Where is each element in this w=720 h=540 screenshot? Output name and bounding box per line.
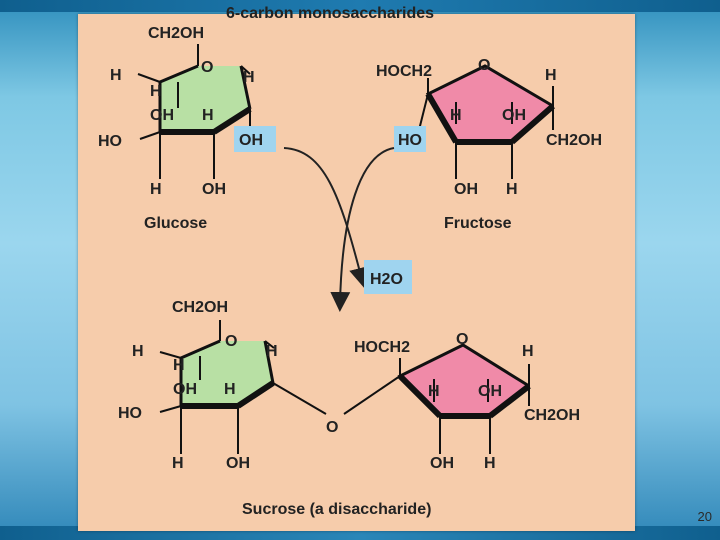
glucose-oh-bottom: OH bbox=[202, 181, 226, 198]
sucrose-fructose-ring bbox=[400, 345, 529, 416]
water-highlight bbox=[364, 260, 412, 294]
fructose-ring-o: O bbox=[478, 57, 490, 74]
sucrose-formation-diagram: 6-carbon monosaccharides CH2OH H O H H O… bbox=[78, 5, 635, 531]
fructose-ho: HO bbox=[398, 132, 422, 149]
sucrose-glucose-ring-o: O bbox=[225, 333, 237, 350]
fructose-oh-inner: OH bbox=[502, 107, 526, 124]
fructose-h-bottom: H bbox=[506, 181, 518, 198]
fructose-caption: Fructose bbox=[444, 215, 512, 232]
fructose-ch2oh: CH2OH bbox=[546, 132, 602, 149]
fructose-ring bbox=[428, 66, 553, 142]
slide-page-number: 20 bbox=[697, 509, 712, 524]
fructose-h-c5: H bbox=[545, 67, 557, 84]
glucose-h-bottom: H bbox=[150, 181, 162, 198]
sucrose-fructose-ring-o: O bbox=[456, 331, 468, 348]
sucrose-glucose-oh-inner: OH bbox=[173, 381, 197, 398]
sucrose-fructose-h-inner: H bbox=[428, 383, 440, 400]
glucose-h-inner: H bbox=[150, 83, 162, 100]
glucose-ring bbox=[160, 66, 250, 132]
sucrose-caption: Sucrose (a disaccharide) bbox=[242, 501, 431, 518]
glucose-h-inner-right: H bbox=[202, 107, 214, 124]
sucrose-glucose-unit: CH2OH H O H H OH H HO H OH bbox=[118, 299, 327, 472]
sucrose-fructose-unit: HOCH2 O H H OH CH2OH OH H bbox=[343, 331, 580, 472]
sucrose-glucose-h-c1: H bbox=[266, 343, 278, 360]
glucose-h-c1: H bbox=[243, 69, 255, 86]
diagram-svg: 6-carbon monosaccharides CH2OH H O H H O… bbox=[98, 5, 602, 518]
reaction-arrow-left bbox=[283, 147, 369, 288]
glycosidic-oxygen: O bbox=[326, 419, 338, 436]
sucrose-glucose-h-inner-right: H bbox=[224, 381, 236, 398]
glucose-ring-o: O bbox=[201, 59, 213, 76]
fructose-ho-highlight bbox=[394, 126, 426, 152]
fructose-h-inner: H bbox=[450, 107, 462, 124]
sucrose-fructose-hoch2: HOCH2 bbox=[354, 339, 410, 356]
fructose-molecule: HOCH2 O H H OH HO CH2OH OH H Fructose bbox=[376, 57, 602, 232]
glucose-caption: Glucose bbox=[144, 215, 207, 232]
glucose-ho: HO bbox=[98, 133, 122, 150]
sucrose-fructose-oh-inner: OH bbox=[478, 383, 502, 400]
sucrose-glucose-ring bbox=[181, 341, 273, 406]
sucrose-fructose-h-bottom: H bbox=[484, 455, 496, 472]
sucrose-glucose-ho: HO bbox=[118, 405, 142, 422]
glucose-oh-c1: OH bbox=[239, 132, 263, 149]
glucose-molecule: CH2OH H O H H OH H HO OH H OH Glucose bbox=[98, 25, 276, 232]
sucrose-glucose-h-bottom: H bbox=[172, 455, 184, 472]
sucrose-glucose-oh-bottom: OH bbox=[226, 455, 250, 472]
reaction-arrow-right bbox=[330, 147, 395, 312]
sucrose-glucose-ch2oh: CH2OH bbox=[172, 299, 228, 316]
sucrose-glucose-h-inner: H bbox=[173, 357, 185, 374]
sucrose-glucose-h-c5: H bbox=[132, 343, 144, 360]
top-band bbox=[0, 0, 720, 12]
fructose-oh-bottom: OH bbox=[454, 181, 478, 198]
glucose-h-c5: H bbox=[110, 67, 122, 84]
sucrose-fructose-oh-bottom: OH bbox=[430, 455, 454, 472]
glucose-oh-inner: OH bbox=[150, 107, 174, 124]
title-fragment: 6-carbon monosaccharides bbox=[226, 5, 434, 22]
sucrose-fructose-ch2oh: CH2OH bbox=[524, 407, 580, 424]
water-label: H2O bbox=[370, 271, 403, 288]
glucose-oh-highlight bbox=[234, 126, 276, 152]
fructose-hoch2: HOCH2 bbox=[376, 63, 432, 80]
sucrose-fructose-h-c5: H bbox=[522, 343, 534, 360]
glucose-ch2oh: CH2OH bbox=[148, 25, 204, 42]
